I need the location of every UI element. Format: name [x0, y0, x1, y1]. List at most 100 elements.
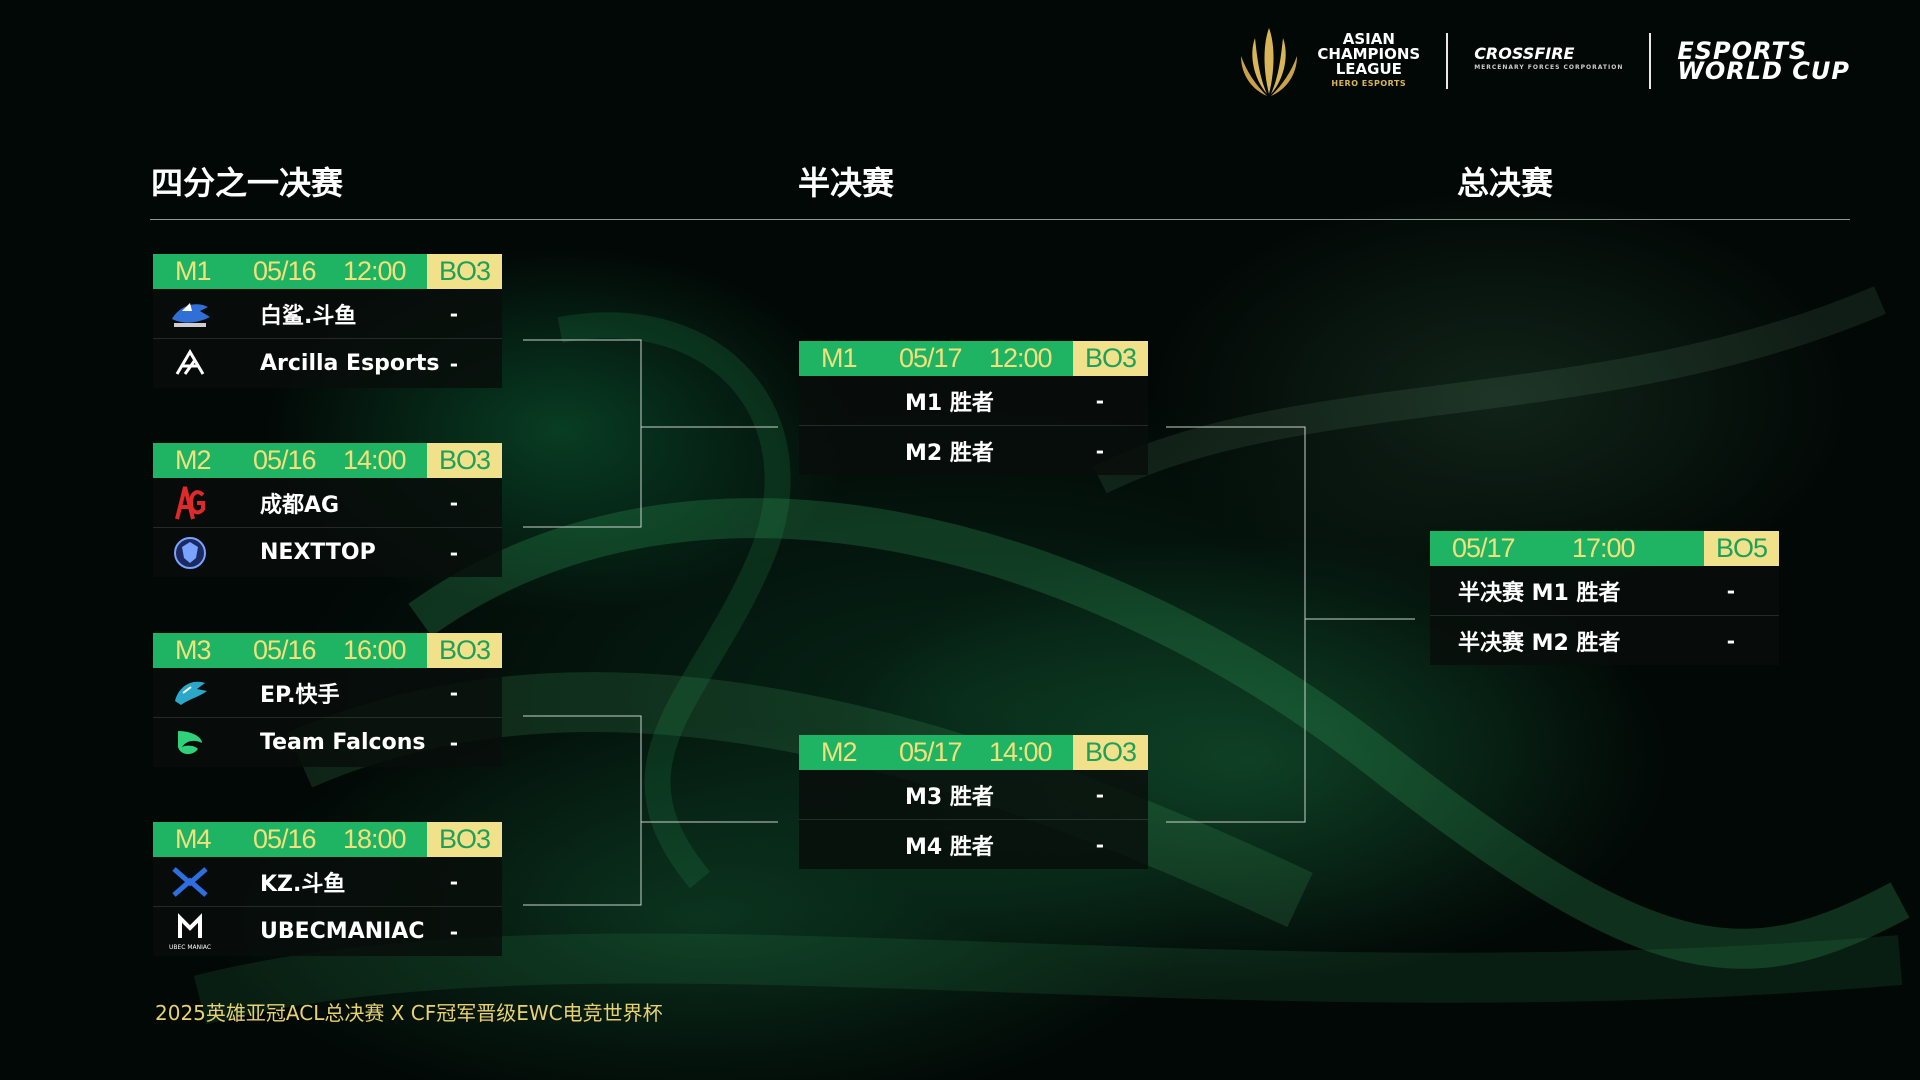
team-name: UBECMANIAC — [260, 919, 425, 944]
match-header: M2 05/16 14:00 BO3 — [153, 443, 502, 478]
ubec-logo-caption: UBEC MANIAC — [169, 944, 211, 951]
final-match[interactable]: 05/17 17:00 BO5 半决赛 M1 胜者 - 半决赛 M2 胜者 - — [1430, 531, 1779, 665]
sf-match-m1[interactable]: M1 05/17 12:00 BO3 M1 胜者 - M2 胜者 - — [799, 341, 1148, 475]
match-format-badge: BO3 — [427, 633, 502, 668]
team-score: - — [1095, 832, 1104, 857]
shark-logo-icon — [167, 295, 213, 333]
match-format-badge: BO3 — [427, 822, 502, 857]
qf-match-m3[interactable]: M3 05/16 16:00 BO3 EP.快手 - Team Falcons … — [153, 633, 502, 767]
team-score: - — [449, 351, 458, 376]
team-row[interactable]: Team Falcons - — [153, 717, 502, 767]
acl-sub: HERO ESPORTS — [1331, 78, 1407, 88]
match-format-badge: BO3 — [427, 254, 502, 289]
team-name: NEXTTOP — [260, 540, 376, 565]
match-time: 18:00 — [343, 824, 407, 854]
match-format-badge: BO3 — [1073, 735, 1148, 770]
team-name: EP.快手 — [260, 682, 340, 708]
ewc-line1: ESPORTS — [1677, 37, 1808, 65]
team-row[interactable]: UBEC MANIAC UBECMANIAC - — [153, 906, 502, 956]
footer-caption: 2025英雄亚冠ACL总决赛 X CF冠军晋级EWC电竞世界杯 — [155, 1001, 663, 1025]
match-format-badge: BO5 — [1704, 531, 1779, 566]
team-score: - — [449, 680, 458, 705]
match-time: 12:00 — [989, 343, 1053, 373]
team-row[interactable]: M1 胜者 - — [799, 376, 1148, 425]
match-header: M1 05/16 12:00 BO3 — [153, 254, 502, 289]
match-format-badge: BO3 — [1073, 341, 1148, 376]
match-id: M1 — [175, 256, 212, 286]
team-score: - — [1095, 388, 1104, 413]
match-date: 05/16 — [253, 824, 317, 854]
crossfire-logo: CROSSFIRE MERCENARY FORCES CORPORATION — [1474, 44, 1624, 75]
acl-logo: ASIAN CHAMPIONS LEAGUE HERO ESPORTS — [1233, 24, 1420, 98]
match-time: 14:00 — [989, 737, 1053, 767]
match-header: M2 05/17 14:00 BO3 — [799, 735, 1148, 770]
stage-title-semifinal: 半决赛 — [798, 164, 895, 202]
team-name: M4 胜者 — [905, 834, 994, 860]
team-name: Team Falcons — [260, 730, 426, 755]
team-name: M2 胜者 — [905, 440, 994, 466]
crown-icon — [1241, 28, 1298, 96]
team-name: KZ.斗鱼 — [260, 871, 346, 897]
dragon-logo-icon — [167, 674, 213, 712]
qf-match-m2[interactable]: M2 05/16 14:00 BO3 成都AG - NEXTTOP - — [153, 443, 502, 577]
team-name: M3 胜者 — [905, 784, 994, 810]
match-header: M3 05/16 16:00 BO3 — [153, 633, 502, 668]
match-id: M2 — [175, 445, 212, 475]
team-row[interactable]: M2 胜者 - — [799, 425, 1148, 475]
match-header: M4 05/16 18:00 BO3 — [153, 822, 502, 857]
match-header: M1 05/17 12:00 BO3 — [799, 341, 1148, 376]
team-row[interactable]: NEXTTOP - — [153, 527, 502, 577]
team-row[interactable]: 半决赛 M1 胜者 - — [1430, 566, 1779, 615]
arcilla-logo-icon — [167, 345, 213, 383]
team-score: - — [449, 540, 458, 565]
match-time: 17:00 — [1572, 533, 1636, 563]
match-time: 12:00 — [343, 256, 407, 286]
ewc-logo: ESPORTS WORLD CUP — [1677, 37, 1850, 85]
team-score: - — [449, 869, 458, 894]
acl-line2: CHAMPIONS — [1317, 44, 1421, 63]
match-date: 05/17 — [899, 737, 963, 767]
stage-title-final: 总决赛 — [1457, 164, 1554, 202]
crossfire-tag: MERCENARY FORCES CORPORATION — [1474, 64, 1624, 71]
qf-match-m4[interactable]: M4 05/16 18:00 BO3 KZ.斗鱼 - UBEC MANIAC U… — [153, 822, 502, 956]
match-time: 16:00 — [343, 635, 407, 665]
team-score: - — [449, 490, 458, 515]
team-row[interactable]: 成都AG - — [153, 478, 502, 527]
team-row[interactable]: 白鲨.斗鱼 - — [153, 289, 502, 338]
match-date: 05/17 — [899, 343, 963, 373]
ewc-line2: WORLD CUP — [1677, 57, 1850, 85]
team-row[interactable]: M4 胜者 - — [799, 819, 1148, 869]
match-time: 14:00 — [343, 445, 407, 475]
nexttop-logo-icon — [167, 534, 213, 572]
crossfire-name: CROSSFIRE — [1474, 44, 1575, 63]
team-row[interactable]: KZ.斗鱼 - — [153, 857, 502, 906]
match-header: 05/17 17:00 BO5 — [1430, 531, 1779, 566]
team-score: - — [1726, 628, 1735, 653]
team-score: - — [1726, 578, 1735, 603]
team-score: - — [449, 919, 458, 944]
team-score: - — [1095, 782, 1104, 807]
acl-line1: ASIAN — [1342, 29, 1395, 48]
sponsor-logos: ASIAN CHAMPIONS LEAGUE HERO ESPORTS CROS… — [1233, 22, 1850, 100]
match-id: M1 — [821, 343, 858, 373]
match-date: 05/17 — [1452, 533, 1516, 563]
kz-logo-icon — [167, 863, 213, 901]
team-row[interactable]: M3 胜者 - — [799, 770, 1148, 819]
logo-divider — [1649, 33, 1652, 89]
match-date: 05/16 — [253, 256, 317, 286]
ubec-logo-icon: UBEC MANIAC — [167, 912, 213, 951]
logo-divider — [1446, 33, 1449, 89]
match-date: 05/16 — [253, 635, 317, 665]
match-id: M4 — [175, 824, 212, 854]
qf-match-m1[interactable]: M1 05/16 12:00 BO3 白鲨.斗鱼 - Arcilla Espor… — [153, 254, 502, 388]
falcons-logo-icon — [167, 724, 213, 762]
match-format-badge: BO3 — [427, 443, 502, 478]
match-id: M3 — [175, 635, 212, 665]
team-name: M1 胜者 — [905, 390, 994, 416]
acl-line3: LEAGUE — [1335, 59, 1402, 78]
team-row[interactable]: 半决赛 M2 胜者 - — [1430, 615, 1779, 665]
team-name: 成都AG — [260, 492, 340, 518]
team-row[interactable]: Arcilla Esports - — [153, 338, 502, 388]
team-row[interactable]: EP.快手 - — [153, 668, 502, 717]
sf-match-m2[interactable]: M2 05/17 14:00 BO3 M3 胜者 - M4 胜者 - — [799, 735, 1148, 869]
